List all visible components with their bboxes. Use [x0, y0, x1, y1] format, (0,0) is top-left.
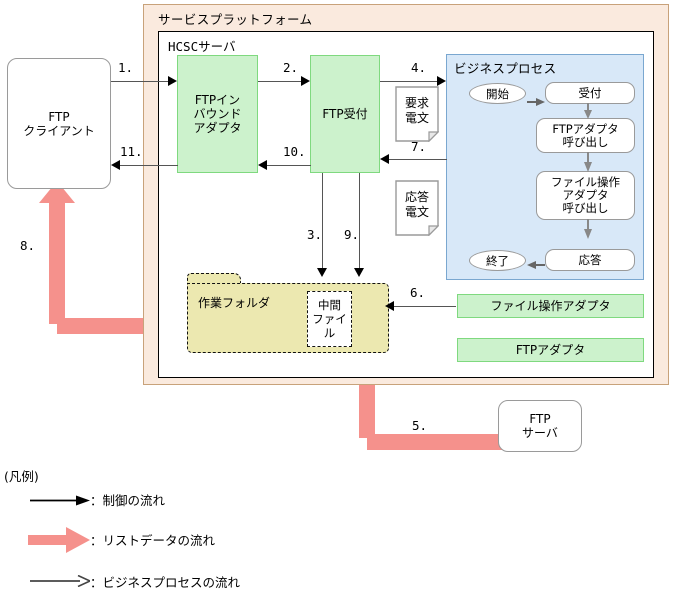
flow-3-label: 3.	[307, 227, 323, 242]
bp-step-reception-label: 受付	[578, 85, 602, 100]
bp-start-node[interactable]: 開始	[469, 83, 526, 104]
flow-7-line	[389, 159, 447, 160]
ftp-client-label-line2: クライアント	[23, 123, 95, 138]
flow-4-label: 4.	[411, 60, 427, 75]
flow-6-label: 6.	[410, 285, 426, 300]
pink-flow-5-horizontal	[367, 434, 503, 450]
legend-title: (凡例)	[4, 469, 39, 484]
business-process-title: ビジネスプロセス	[454, 61, 557, 76]
ftp-reception-node[interactable]: FTP受付	[310, 55, 380, 173]
bp-connector-ftpcall-to-filecall	[583, 152, 593, 172]
bp-step-response-label: 応答	[578, 252, 602, 267]
flow-6-line	[394, 306, 456, 307]
flow-8-label: 8.	[20, 238, 36, 253]
flow-9-line	[359, 173, 360, 269]
pink-flow-8-vertical	[49, 200, 65, 324]
intermediate-file-line1: 中間	[318, 298, 341, 312]
ftp-server-node[interactable]: FTP サーバ	[498, 400, 582, 452]
flow-11-arrowhead	[111, 160, 120, 170]
flow-1-label: 1.	[118, 60, 134, 75]
ftp-inbound-label-line2: バウンド	[193, 107, 242, 121]
flow-10-arrowhead	[258, 160, 267, 170]
ftp-server-label-line1: FTP	[529, 412, 551, 426]
work-folder-label: 作業フォルダ	[198, 296, 271, 310]
bp-connector-reception-to-ftpcall	[583, 103, 593, 119]
response-message-label: 応答 電文	[395, 190, 439, 220]
bp-end-label: 終了	[486, 253, 509, 268]
flow-11-label: 11.	[120, 144, 143, 159]
flow-2-label: 2.	[283, 60, 299, 75]
bp-step-file-call-line3: 呼び出し	[562, 201, 609, 215]
bp-start-label: 開始	[486, 86, 509, 101]
bp-step-reception[interactable]: 受付	[545, 82, 635, 104]
bp-connector-start-to-reception	[527, 92, 545, 106]
bp-step-response[interactable]: 応答	[545, 249, 635, 271]
request-message-line1: 要求	[404, 96, 429, 110]
file-operation-adapter-node[interactable]: ファイル操作アダプタ	[457, 294, 644, 318]
bp-step-file-call-line2: アダプタ	[562, 188, 609, 202]
file-operation-adapter-label: ファイル操作アダプタ	[490, 299, 611, 313]
request-message-label: 要求 電文	[395, 96, 439, 126]
ftp-server-label-line2: サーバ	[522, 426, 558, 440]
flow-4-line	[380, 81, 438, 82]
intermediate-file-line3: ル	[323, 326, 336, 340]
legend-control-flow-icon	[30, 491, 90, 506]
flow-3-arrowhead	[317, 268, 327, 277]
work-folder-body	[187, 283, 389, 353]
bp-step-file-operation-adapter-call[interactable]: ファイル操作 アダプタ 呼び出し	[536, 171, 635, 220]
request-message-line2: 電文	[404, 111, 429, 125]
flow-10-line	[267, 165, 311, 166]
legend-list-data-flow-icon	[28, 527, 90, 553]
flow-2-line	[258, 81, 302, 82]
legend-bp-flow-label: ：ビジネスプロセスの流れ	[90, 575, 241, 590]
ftp-inbound-label-line3: アダプタ	[193, 121, 242, 135]
bp-connector-filecall-to-response	[583, 219, 593, 239]
flow-2-arrowhead	[301, 76, 310, 86]
request-message-document: 要求 電文	[395, 86, 439, 142]
flow-9-arrowhead	[354, 268, 364, 277]
hcsc-server-title: HCSCサーバ	[168, 39, 236, 54]
flow-4-arrowhead	[437, 76, 446, 86]
ftp-client-node[interactable]: FTP クライアント	[7, 58, 111, 189]
ftp-client-label-line1: FTP	[48, 109, 70, 124]
flow-7-arrowhead	[380, 154, 389, 164]
service-platform-title: サービスプラットフォーム	[158, 12, 313, 27]
bp-step-ftp-call-line1: FTPアダプタ	[552, 121, 619, 136]
flow-1-arrowhead	[168, 76, 177, 86]
response-message-document: 応答 電文	[395, 180, 439, 236]
legend-list-data-flow-label: ：リストデータの流れ	[90, 533, 216, 548]
bp-connector-response-to-end	[527, 255, 545, 269]
ftp-reception-label: FTP受付	[322, 107, 368, 121]
response-message-line1: 応答	[404, 190, 429, 204]
legend-control-flow-label: ：制御の流れ	[90, 493, 166, 508]
work-folder-tab	[187, 273, 241, 284]
response-message-line2: 電文	[404, 205, 429, 219]
bp-step-ftp-call-line2: 呼び出し	[562, 134, 609, 149]
flow-7-label: 7.	[411, 139, 427, 154]
ftp-adapter-label: FTPアダプタ	[515, 343, 586, 357]
intermediate-file-line2: ファイ	[312, 312, 347, 326]
ftp-inbound-adapter-node[interactable]: FTPイン バウンド アダプタ	[177, 55, 258, 173]
flow-11-line	[120, 165, 178, 166]
ftp-adapter-node[interactable]: FTPアダプタ	[457, 338, 644, 362]
flow-6-arrowhead	[385, 301, 394, 311]
bp-end-node[interactable]: 終了	[469, 250, 526, 271]
legend-bp-flow-icon	[30, 572, 92, 588]
pink-flow-5-vertical	[359, 372, 375, 438]
intermediate-file-node[interactable]: 中間 ファイ ル	[307, 291, 352, 347]
ftp-inbound-label-line1: FTPイン	[194, 93, 241, 107]
flow-10-label: 10.	[283, 144, 306, 159]
flow-9-label: 9.	[344, 227, 360, 242]
flow-3-line	[322, 173, 323, 269]
work-folder-node[interactable]: 作業フォルダ	[187, 273, 389, 353]
bp-step-ftp-adapter-call[interactable]: FTPアダプタ 呼び出し	[536, 118, 635, 153]
bp-step-file-call-line1: ファイル操作	[551, 175, 620, 189]
flow-5-label: 5.	[412, 418, 428, 433]
flow-1-line	[111, 81, 169, 82]
